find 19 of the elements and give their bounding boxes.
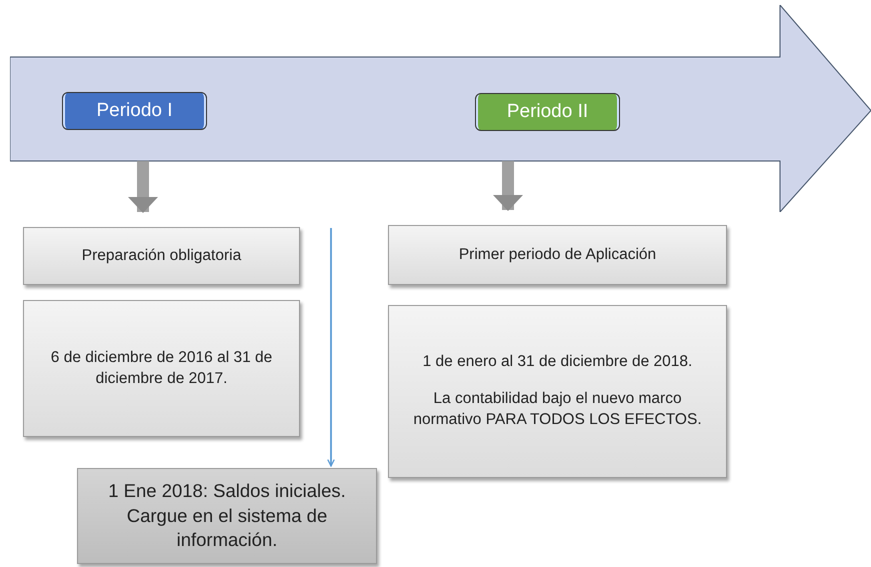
- box-text: Primer periodo de Aplicación: [458, 244, 656, 265]
- box-text: Periodo II: [506, 101, 588, 123]
- info-box: [388, 305, 727, 478]
- box-text: 1 de enero al 31 de diciembre de 2018.: [422, 352, 692, 372]
- box-text: Periodo I: [96, 100, 173, 122]
- box-text: 1 Ene 2018: Saldos iniciales. Cargue en el sistema de información.: [107, 478, 347, 552]
- block-arrow: [493, 161, 523, 211]
- block-arrow: [128, 161, 158, 213]
- box-text: Preparación obligatoria: [82, 246, 242, 266]
- period-label: [475, 93, 620, 131]
- info-box: [388, 225, 727, 285]
- arrow: [327, 228, 335, 467]
- info-box: [77, 468, 377, 564]
- timeline-arrow: [10, 5, 871, 212]
- box-text: La contabilidad bajo el nuevo marco normativo PARA TODOS LOS EFECTOS.: [412, 389, 703, 430]
- box-text: 6 de diciembre de 2016 al 31 de diciembre de 2017.: [50, 348, 274, 388]
- period-label: [62, 92, 207, 130]
- info-box: [23, 300, 300, 437]
- info-box: [23, 227, 300, 285]
